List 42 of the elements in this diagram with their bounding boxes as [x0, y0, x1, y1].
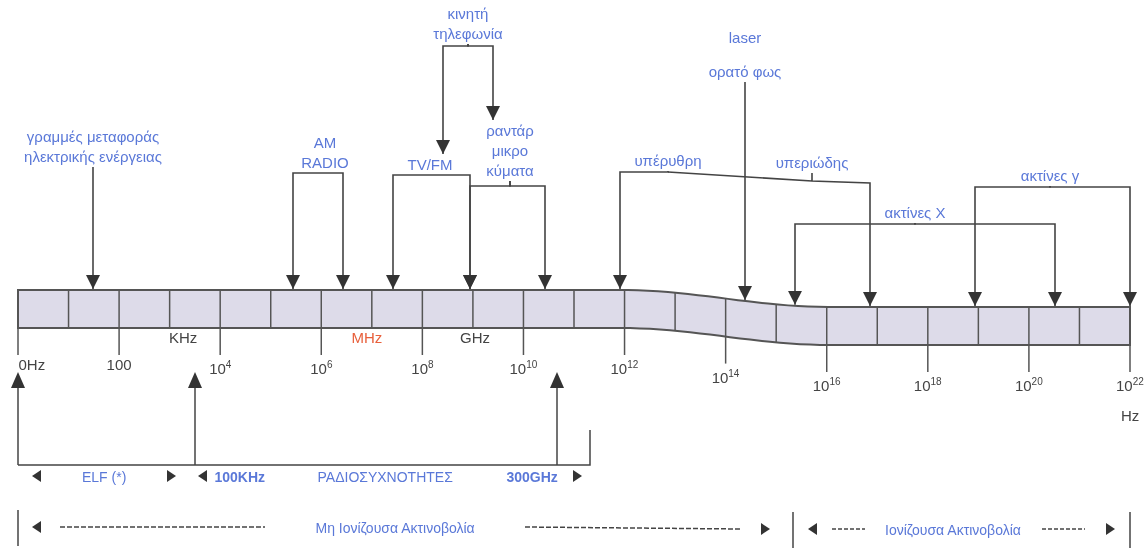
- arrow: [86, 166, 100, 290]
- band-label: TV/FM: [395, 155, 465, 175]
- frequency-label: 100: [106, 356, 132, 374]
- arrow: [324, 172, 350, 290]
- unit-label: MHz: [351, 329, 383, 347]
- frequency-label: 10$^{6}$: [310, 358, 333, 378]
- arrow: [1049, 185, 1137, 307]
- arrow: [667, 171, 877, 307]
- arrow: [436, 43, 469, 155]
- arrow: [914, 222, 1062, 307]
- frequency-label: 10$^{4}$: [209, 358, 232, 378]
- frequency-label: 10$^{22}$: [1116, 375, 1144, 395]
- band-label: ραντάρ μικρο κύματα: [479, 121, 541, 181]
- unit-label: GHz: [460, 329, 490, 347]
- arrow: [788, 222, 916, 306]
- band-label: laser: [727, 28, 763, 48]
- frequency-label: 10$^{8}$: [411, 358, 434, 378]
- arrow: [613, 170, 669, 290]
- frequency-label: 10$^{12}$: [610, 358, 639, 378]
- arrow: [386, 174, 431, 290]
- frequency-label: 10$^{10}$: [509, 358, 538, 378]
- band-label: ορατό φως: [707, 62, 783, 82]
- band-label: AM RADIO: [288, 133, 362, 173]
- frequency-label: 10$^{16}$: [812, 375, 841, 395]
- band-label: ακτίνες X: [875, 203, 955, 223]
- frequency-label: 10$^{14}$: [711, 366, 740, 387]
- unit-label: KHz: [169, 329, 198, 347]
- band-label: κινητή τηλεφωνία: [423, 4, 513, 44]
- spectrum-bar: [17, 289, 1131, 346]
- frequency-label: 10$^{20}$: [1014, 375, 1043, 395]
- arrow: [286, 172, 326, 290]
- band-label: υπέρυθρη: [626, 151, 710, 171]
- arrow: [738, 81, 752, 301]
- band-label: ακτίνες γ: [1009, 166, 1091, 186]
- frequency-label: 10$^{18}$: [913, 375, 942, 395]
- frequency-label: 0Hz: [18, 356, 46, 374]
- band-label: γραμμές μεταφοράς ηλεκτρικής ενέργειας: [8, 127, 178, 167]
- band-label: υπεριώδης: [764, 153, 860, 173]
- unit-label: Hz: [1121, 407, 1140, 425]
- arrow: [467, 43, 500, 121]
- arrow: [509, 180, 552, 290]
- arrow: [968, 185, 1051, 307]
